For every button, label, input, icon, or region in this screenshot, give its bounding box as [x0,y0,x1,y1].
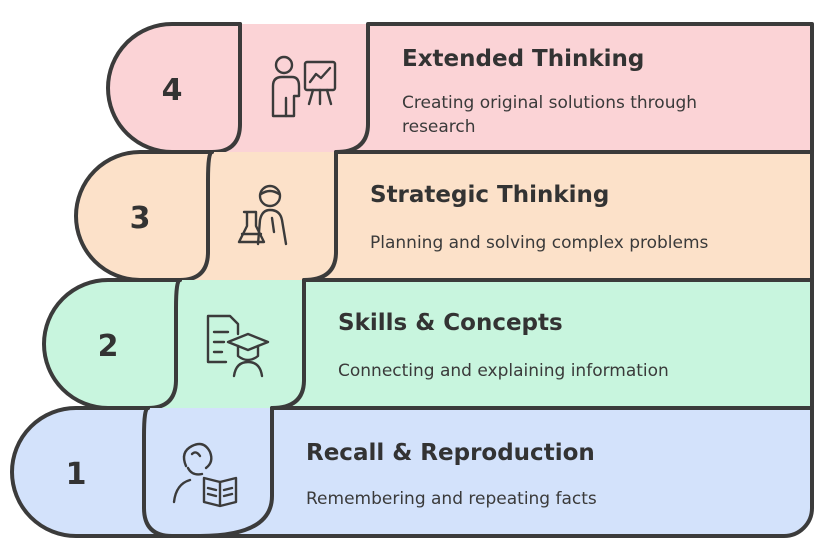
level-2-divider-left [146,278,182,410]
graduate-document-icon [206,314,270,378]
level-1-fill [12,408,812,536]
level-2-outline [42,278,182,410]
level-1-divider-right [198,406,814,538]
level-4-description-line-2: research [402,117,476,137]
level-1-outline [10,406,202,538]
level-3-outline [74,150,214,282]
level-4-divider-left [210,22,242,154]
level-1-band: 1 Recall & Reproduction Remembering and … [10,406,814,538]
level-1-number: 1 [66,457,87,492]
scientist-flask-icon [237,184,288,246]
level-1-title: Recall & Reproduction [306,440,595,466]
level-1-divider-left [142,406,202,538]
level-4-title: Extended Thinking [402,46,644,72]
level-4-band: 4 Extended Thinking Creating original so… [106,22,814,154]
reader-book-icon [172,442,238,508]
level-2-number: 2 [98,329,119,364]
level-1-description-line-1: Remembering and repeating facts [306,489,597,509]
level-2-description-line-1: Connecting and explaining information [338,361,669,381]
level-2-title: Skills & Concepts [338,310,563,336]
level-2-fill [44,280,812,408]
level-3-title: Strategic Thinking [370,182,609,208]
level-3-fill [76,152,812,280]
level-3-description-line-1: Planning and solving complex problems [370,233,709,253]
level-2-band: 2 Skills & Concepts Connecting and expla… [42,278,814,410]
level-3-band: 3 Strategic Thinking Planning and solvin… [74,150,814,282]
level-4-outline [106,22,242,154]
level-4-description-line-1: Creating original solutions through [402,93,697,113]
level-3-divider-left [178,150,214,282]
level-4-number: 4 [162,73,183,108]
level-3-number: 3 [130,201,151,236]
presenter-chart-icon [271,55,337,118]
